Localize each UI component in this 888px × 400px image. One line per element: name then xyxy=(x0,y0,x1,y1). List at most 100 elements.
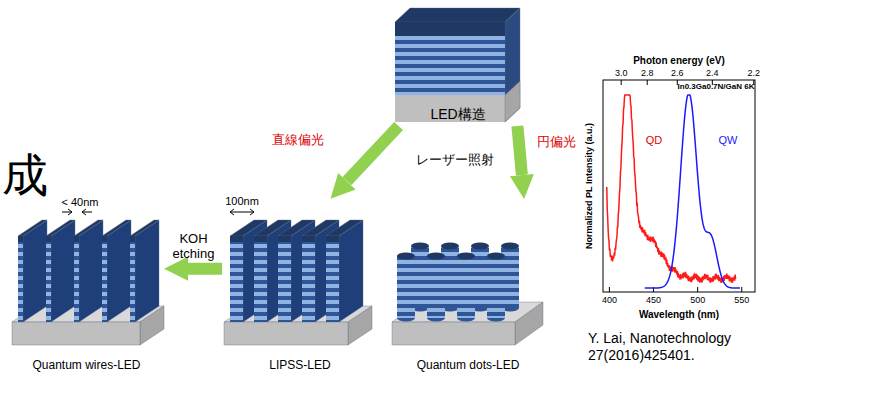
dimension-label: 100nm xyxy=(225,195,259,208)
fin-side xyxy=(135,220,159,322)
slide-title-fragment: 成 xyxy=(2,148,48,203)
pl-chart xyxy=(603,80,755,292)
edge-label: 円偏光 xyxy=(537,134,576,150)
tick-label: 500 xyxy=(690,295,705,306)
device-caption-box: Quantum wires-LED xyxy=(8,198,165,375)
edge-label: 直線偏光 xyxy=(272,132,324,148)
stack-top xyxy=(395,8,520,22)
laser-arrow xyxy=(347,126,399,181)
plot-frame xyxy=(603,80,755,292)
substrate-front xyxy=(224,322,348,345)
node-caption: Quantum wires-LED xyxy=(32,358,140,372)
axis-title: Normalized PL Intensity (a.u.) xyxy=(584,123,595,249)
tick-label: 2.2 xyxy=(748,68,761,79)
led-stack xyxy=(395,8,520,122)
fin-cap xyxy=(254,236,267,242)
tick-label: 3.0 xyxy=(615,68,628,79)
tick-label: 2.8 xyxy=(641,68,654,79)
fin-side xyxy=(107,220,131,322)
dot-body xyxy=(487,256,505,318)
tick-label: 450 xyxy=(646,295,661,306)
dot-top xyxy=(487,253,505,260)
fin-cap xyxy=(74,236,79,242)
quantum-wires xyxy=(12,209,164,345)
citation: Y. Lai, Nanotechnology 27(2016)425401. xyxy=(588,330,788,364)
tick-label: 400 xyxy=(602,295,617,306)
substrate-front xyxy=(12,322,140,345)
axis-title: Wavelength (nm) xyxy=(639,309,719,321)
fin-front xyxy=(46,236,51,322)
led-structure: LED構造 xyxy=(392,4,524,126)
dot-body xyxy=(397,256,415,318)
dot-top xyxy=(441,243,459,250)
fin-front xyxy=(326,236,339,322)
fin-cap xyxy=(102,236,107,242)
fin-front xyxy=(102,236,107,322)
series-label: QD xyxy=(646,134,663,147)
dot-body xyxy=(457,256,475,318)
dot-body xyxy=(427,256,445,318)
laser-arrow xyxy=(517,126,522,175)
fin-cap xyxy=(326,236,339,242)
device-caption-box: Quantum dots-LED xyxy=(388,198,548,375)
dimension-arrow xyxy=(62,209,92,215)
dot-top xyxy=(411,243,429,250)
tick-label: 2.6 xyxy=(671,68,684,79)
fin-front xyxy=(18,236,23,322)
fin-front xyxy=(278,236,291,322)
dimension-arrow xyxy=(230,209,254,215)
dot-top xyxy=(457,253,475,260)
fin-side xyxy=(23,220,47,322)
stack-layers xyxy=(395,22,505,95)
fin-cap xyxy=(130,236,135,242)
process-note: レーザー照射 xyxy=(416,152,494,168)
dot-top xyxy=(501,243,519,250)
substrate-side xyxy=(505,81,520,122)
series-label: QW xyxy=(719,134,738,147)
fin-front xyxy=(254,236,267,322)
substrate xyxy=(395,95,505,122)
dot-top xyxy=(397,253,415,260)
fin-cap xyxy=(278,236,291,242)
dimension-label: < 40nm xyxy=(62,196,99,209)
fin-side xyxy=(79,220,103,322)
node-caption: Quantum dots-LED xyxy=(417,358,520,372)
quantum-dots xyxy=(392,243,543,346)
fin-cap xyxy=(302,236,315,242)
fin-front xyxy=(230,236,243,322)
fin-cap xyxy=(46,236,51,242)
fin-top xyxy=(46,220,75,236)
fin-cap xyxy=(230,236,243,242)
fin-side xyxy=(339,220,363,322)
laser-arrow xyxy=(188,263,222,275)
stack-side xyxy=(505,8,520,122)
dot-top xyxy=(471,243,489,250)
fin-top xyxy=(102,220,131,236)
stack-cap xyxy=(395,22,505,36)
fin-top xyxy=(326,220,363,236)
node-caption: LIPSS-LED xyxy=(269,358,330,372)
axis-title: Photon energy (eV) xyxy=(633,55,725,67)
fin-front xyxy=(302,236,315,322)
substrate-side xyxy=(515,302,543,345)
sample-note: In0.3Ga0.7N/GaN 6K xyxy=(678,82,755,92)
node-caption: LED構造 xyxy=(430,106,485,123)
lipss-gratings xyxy=(224,209,372,345)
tick-label: 550 xyxy=(734,295,749,306)
qw-spectrum xyxy=(645,95,740,288)
fin-front xyxy=(130,236,135,322)
fin-top xyxy=(18,220,47,236)
dot-top xyxy=(427,253,445,260)
fin-top xyxy=(74,220,103,236)
tick-label: 2.4 xyxy=(706,68,719,79)
edge-label: KOH etching xyxy=(168,231,220,262)
device-caption-box: LIPSS-LED xyxy=(222,198,378,375)
fin-cap xyxy=(18,236,23,242)
substrate-front xyxy=(392,322,515,345)
fin-front xyxy=(74,236,79,322)
fin-side xyxy=(51,220,75,322)
